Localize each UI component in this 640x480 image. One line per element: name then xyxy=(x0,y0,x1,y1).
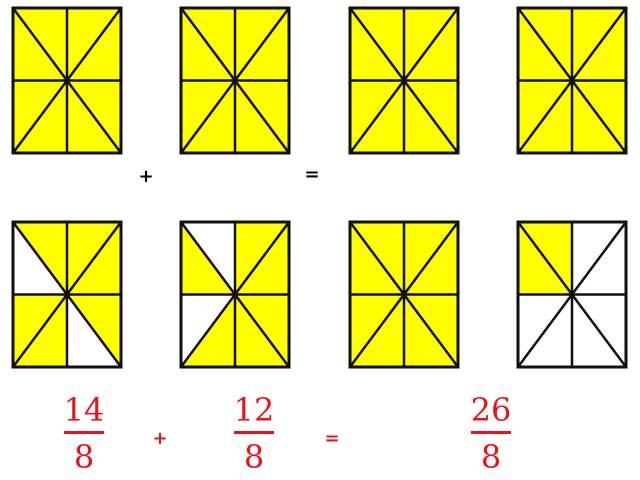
fraction-result-bar xyxy=(471,431,511,434)
equals-sign: = xyxy=(304,164,320,185)
fraction-first-bar xyxy=(64,431,104,434)
rectangle-outline xyxy=(179,6,291,155)
rectangle-wholes-1 xyxy=(11,6,123,155)
rectangle-outline xyxy=(516,6,628,155)
fraction-plus-sign: + xyxy=(152,428,168,449)
rectangle-wholes-4 xyxy=(516,6,628,155)
rectangle-outline xyxy=(516,220,628,369)
fraction-equals-sign: = xyxy=(324,428,340,449)
rectangle-outline xyxy=(11,6,123,155)
fraction-second-numerator: 12 xyxy=(233,391,275,429)
fraction-first-denominator: 8 xyxy=(73,438,95,476)
rectangle-outline xyxy=(348,6,460,155)
rectangle-parts-4 xyxy=(516,220,628,369)
rectangle-parts-1 xyxy=(11,220,123,369)
rectangle-outline xyxy=(348,220,460,369)
fraction-result-numerator: 26 xyxy=(470,391,512,429)
plus-sign: + xyxy=(138,166,154,187)
fraction-second: 12 8 xyxy=(219,392,289,475)
rectangle-outline xyxy=(11,220,123,369)
fraction-first: 14 8 xyxy=(49,392,119,475)
fraction-result: 26 8 xyxy=(456,392,526,475)
fraction-second-bar xyxy=(234,431,274,434)
fraction-result-denominator: 8 xyxy=(480,438,502,476)
rectangle-wholes-3 xyxy=(348,6,460,155)
fraction-second-denominator: 8 xyxy=(243,438,265,476)
rectangle-parts-2 xyxy=(179,220,291,369)
rectangle-parts-3 xyxy=(348,220,460,369)
rectangle-wholes-2 xyxy=(179,6,291,155)
fraction-first-numerator: 14 xyxy=(63,391,105,429)
rectangle-outline xyxy=(179,220,291,369)
